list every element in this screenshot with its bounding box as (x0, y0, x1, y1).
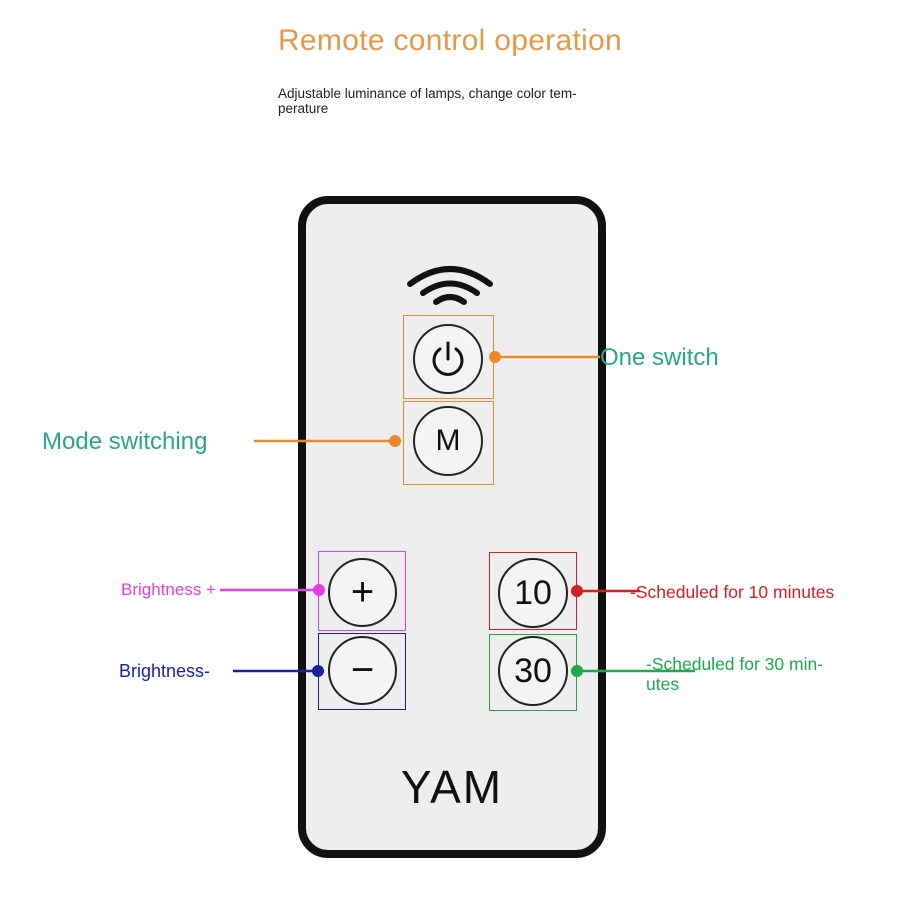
timer-10-callout-label: -Scheduled for 10 minutes (630, 582, 835, 602)
timer-30-callout-label: -Scheduled for 30 min- utes (646, 654, 824, 694)
brightness-down-label: − (350, 648, 375, 692)
diagram-subtitle: Adjustable luminance of lamps, change co… (278, 86, 577, 116)
mode-button-label: M (435, 424, 461, 457)
power-icon (432, 341, 464, 376)
power-button[interactable] (413, 324, 483, 394)
brightness-up-callout-label: Brightness + (121, 580, 216, 599)
timer-30-button[interactable]: 30 (498, 636, 568, 706)
brightness-down-button[interactable]: − (328, 636, 397, 705)
power-callout-dot (489, 351, 501, 363)
brightness-down-callout-dot (312, 665, 324, 677)
mode-callout-dot (389, 435, 401, 447)
timer-10-button[interactable]: 10 (498, 558, 568, 628)
mode-button-frame (403, 401, 494, 485)
mode-callout-label: Mode switching (42, 428, 208, 455)
timer-10-callout-dot (571, 585, 583, 597)
remote-brand: YAM (400, 761, 504, 813)
timer-30-label: 30 (514, 651, 552, 690)
diagram-title: Remote control operation (277, 24, 623, 57)
power-callout-label: One switch (600, 344, 719, 371)
timer-30-callout-dot (571, 665, 583, 677)
timer-10-label: 10 (514, 573, 552, 612)
remote-body (298, 196, 606, 858)
brightness-up-button[interactable]: + (328, 558, 397, 627)
wifi-signal-icon (407, 266, 493, 305)
brightness-down-callout-label: Brightness- (119, 661, 211, 681)
brightness-up-label: + (350, 570, 375, 614)
brightness-up-callout-dot (313, 584, 325, 596)
mode-button[interactable]: M (413, 406, 483, 476)
